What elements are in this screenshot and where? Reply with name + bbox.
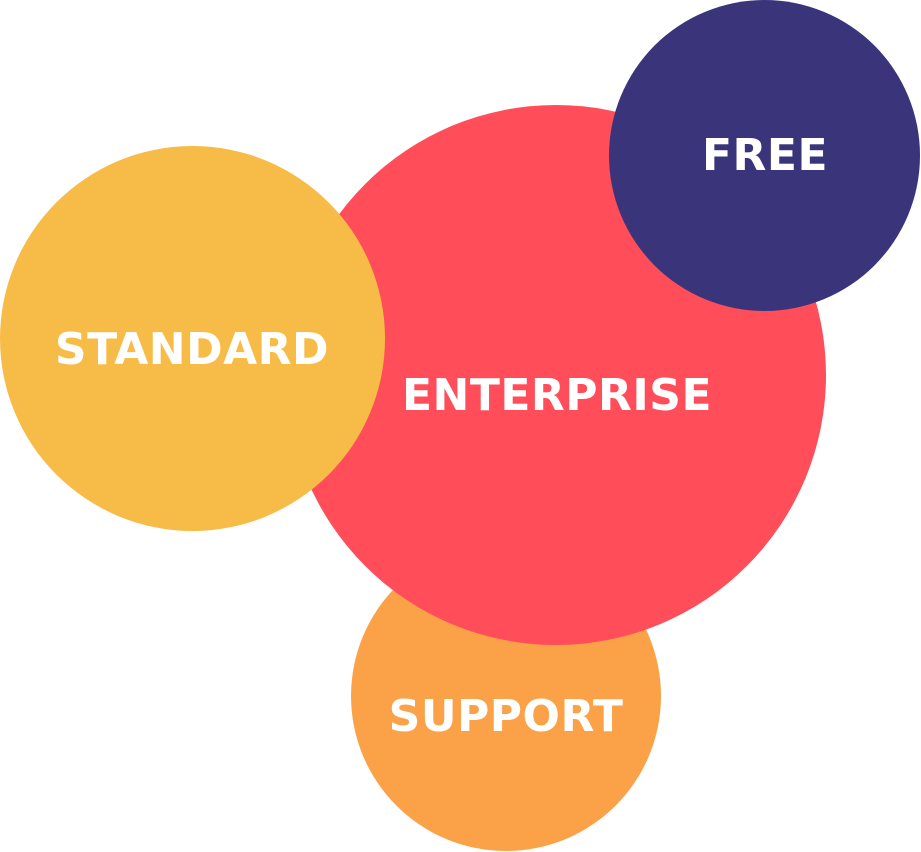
enterprise-label: ENTERPRISE xyxy=(401,370,713,421)
standard-label: STANDARD xyxy=(54,324,330,375)
free-bubble xyxy=(609,0,920,311)
free-label: FREE xyxy=(701,130,829,181)
support-label: SUPPORT xyxy=(388,691,624,742)
standard-bubble xyxy=(0,146,385,531)
